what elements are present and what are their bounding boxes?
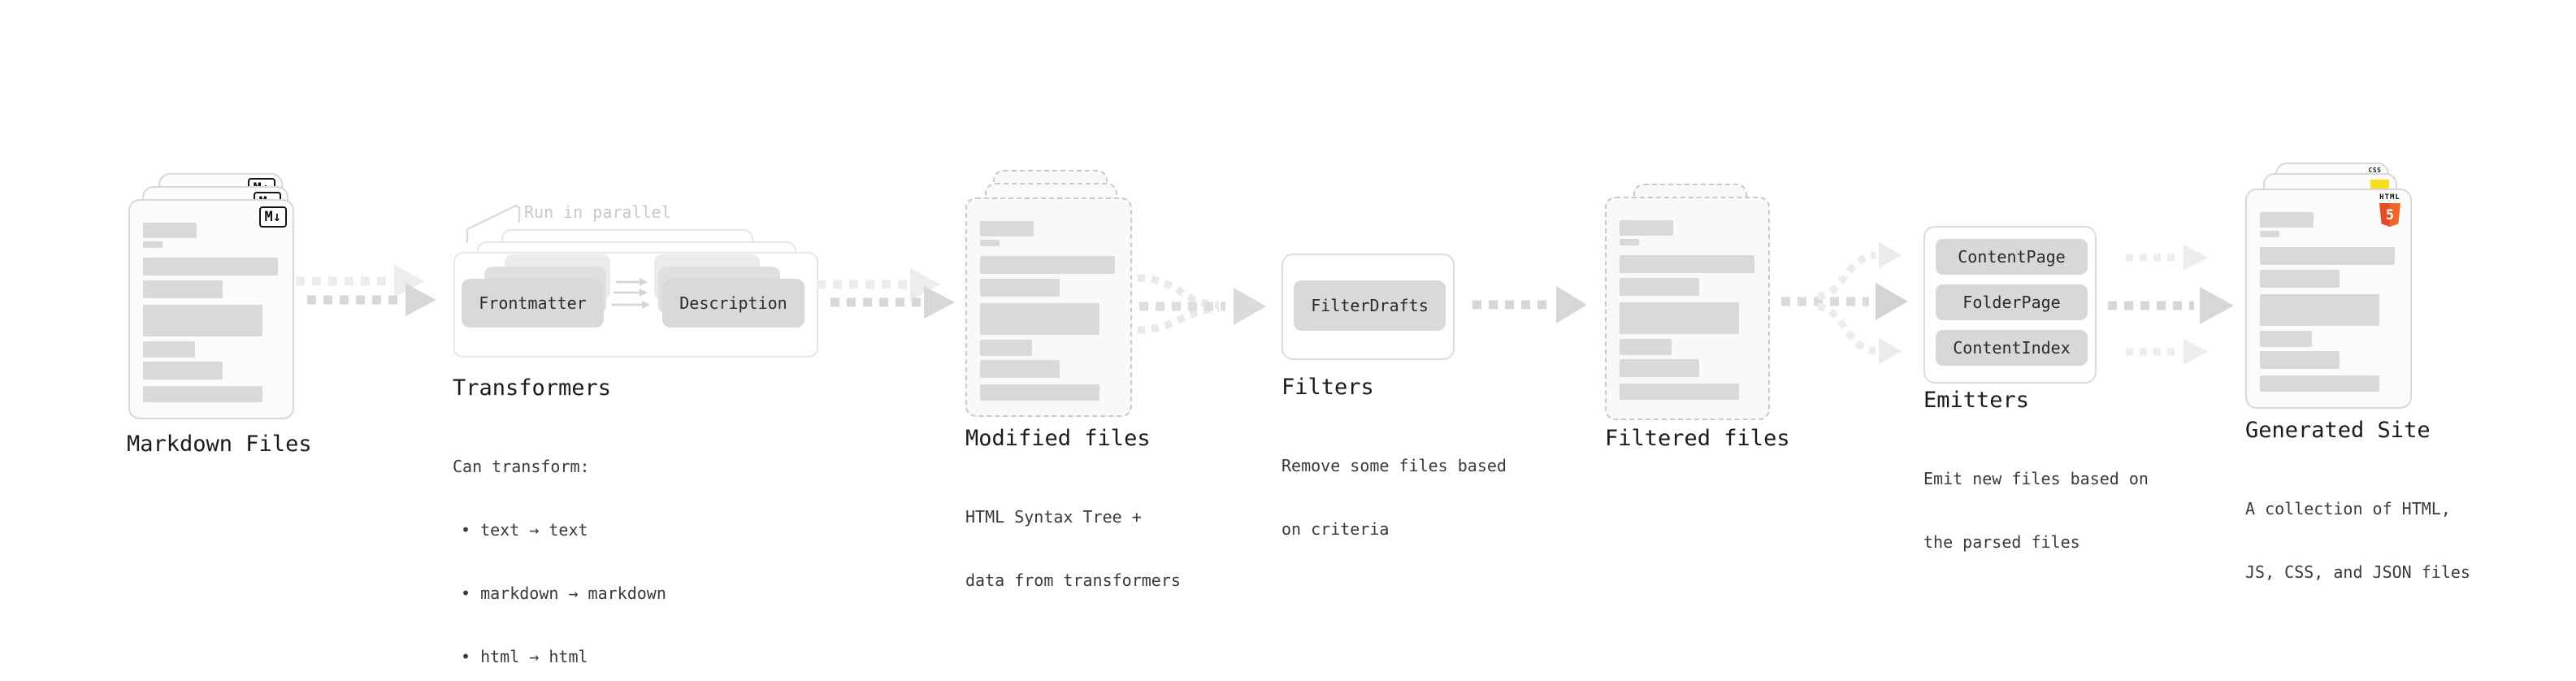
text-line-bar: [143, 305, 262, 336]
markdown-icon: M↓: [258, 206, 287, 228]
text-line-bar: [980, 279, 1060, 297]
text-line-bar: [1620, 302, 1739, 334]
markdown-files-stack: M↓ M↓ M↓: [128, 173, 294, 419]
file-text-lines: [1620, 220, 1759, 400]
stage-title-transformers: Transformers: [453, 375, 612, 401]
file-card-dashed: [1605, 197, 1770, 420]
file-card-dashed: [965, 197, 1132, 417]
subtitle-line: HTML Syntax Tree +: [965, 507, 1142, 527]
text-line-bar: [2260, 375, 2379, 392]
text-line-bar: [980, 240, 1000, 246]
text-line-bar: [143, 341, 195, 358]
text-line-bar: [2260, 331, 2312, 347]
modified-files-subtitle: HTML Syntax Tree + data from transformer…: [965, 464, 1181, 633]
stage-title-markdown-files: Markdown Files: [127, 432, 312, 457]
text-line-bar: [980, 256, 1115, 274]
note-heading: Can transform:: [453, 457, 590, 476]
stage-title-filters: Filters: [1281, 375, 1374, 400]
filtered-files-stack: [1605, 184, 1770, 420]
text-line-bar: [980, 221, 1034, 236]
text-line-bar: [980, 360, 1060, 378]
file-text-lines: [2260, 212, 2400, 392]
text-line-bar: [1620, 278, 1699, 296]
text-line-bar: [143, 258, 278, 275]
transformers-note: Can transform: • text → text • markdown …: [453, 414, 666, 681]
note-bullet: • markdown → markdown: [461, 583, 666, 603]
arrow-filtered-to-emitters: [1781, 242, 1908, 364]
text-line-bar: [2260, 294, 2379, 326]
text-line-bar: [1620, 339, 1672, 355]
file-card: HTML 5: [2245, 189, 2412, 409]
text-line-bar: [1620, 359, 1699, 377]
stage-title-emitters: Emitters: [1923, 388, 2030, 413]
filters-panel: FilterDrafts: [1281, 254, 1455, 360]
js-file-icon: [2370, 180, 2389, 189]
arrow-transformers-to-modified: [817, 268, 955, 319]
filters-subtitle: Remove some files based on criteria: [1281, 413, 1507, 582]
text-line-bar: [1620, 384, 1739, 400]
text-line-bar: [143, 280, 223, 298]
emitter-node-contentpage: ContentPage: [1936, 239, 2088, 275]
run-in-parallel-annotation: Run in parallel: [524, 202, 671, 222]
subtitle-line: A collection of HTML,: [2245, 499, 2451, 518]
subtitle-line: data from transformers: [965, 570, 1181, 590]
file-card: M↓: [128, 199, 294, 419]
text-line-bar: [143, 241, 163, 248]
subtitle-line: on criteria: [1281, 519, 1390, 539]
text-line-bar: [143, 362, 223, 380]
generated-site-subtitle: A collection of HTML, JS, CSS, and JSON …: [2245, 456, 2470, 625]
text-line-bar: [143, 386, 262, 402]
stage-title-modified-files: Modified files: [965, 426, 1151, 451]
subtitle-line: the parsed files: [1923, 532, 2080, 552]
file-text-lines: [143, 223, 283, 402]
text-line-bar: [2260, 270, 2340, 288]
html5-shield: 5: [2379, 203, 2400, 227]
filter-node-filterdrafts: FilterDrafts: [1294, 280, 1446, 331]
arrow-emitters-to-generated: [2108, 245, 2234, 365]
text-line-bar: [2260, 351, 2340, 369]
subtitle-line: JS, CSS, and JSON files: [2245, 562, 2470, 582]
text-line-bar: [1620, 220, 1673, 236]
text-line-bar: [2260, 231, 2279, 237]
emitters-subtitle: Emit new files based on the parsed files: [1923, 426, 2149, 595]
html5-label: HTML: [2379, 193, 2400, 202]
emitters-panel: ContentPage FolderPage ContentIndex: [1923, 226, 2097, 384]
text-line-bar: [143, 223, 197, 238]
arrow-filters-to-filtered: [1472, 286, 1587, 323]
generated-site-stack: CSS HTML 5: [2245, 161, 2412, 409]
text-line-bar: [2260, 212, 2314, 228]
text-line-bar: [1620, 255, 1754, 273]
stage-title-generated-site: Generated Site: [2245, 418, 2431, 443]
modified-files-stack: [965, 170, 1132, 417]
text-line-bar: [980, 303, 1099, 335]
html5-icon: HTML 5: [2378, 194, 2402, 227]
arrow-markdown-to-transformers: [296, 265, 436, 316]
stage-title-filtered-files: Filtered files: [1605, 426, 1790, 451]
note-bullet: • html → html: [461, 647, 588, 666]
text-line-bar: [980, 340, 1032, 356]
text-line-bar: [2260, 247, 2395, 265]
transformers-group: Frontmatter Description: [453, 228, 819, 358]
transformer-node-frontmatter: Frontmatter: [462, 279, 604, 327]
text-line-bar: [980, 384, 1099, 401]
text-line-bar: [1620, 239, 1639, 245]
subtitle-line: Emit new files based on: [1923, 469, 2149, 488]
transformer-node-description: Description: [662, 279, 804, 327]
subtitle-line: Remove some files based: [1281, 456, 1507, 475]
file-text-lines: [980, 221, 1120, 401]
css-label: CSS: [2368, 167, 2382, 174]
emitter-node-folderpage: FolderPage: [1936, 284, 2088, 320]
arrow-modified-to-filters: [1137, 274, 1266, 334]
emitter-node-contentindex: ContentIndex: [1936, 330, 2088, 366]
note-bullet: • text → text: [461, 520, 588, 540]
